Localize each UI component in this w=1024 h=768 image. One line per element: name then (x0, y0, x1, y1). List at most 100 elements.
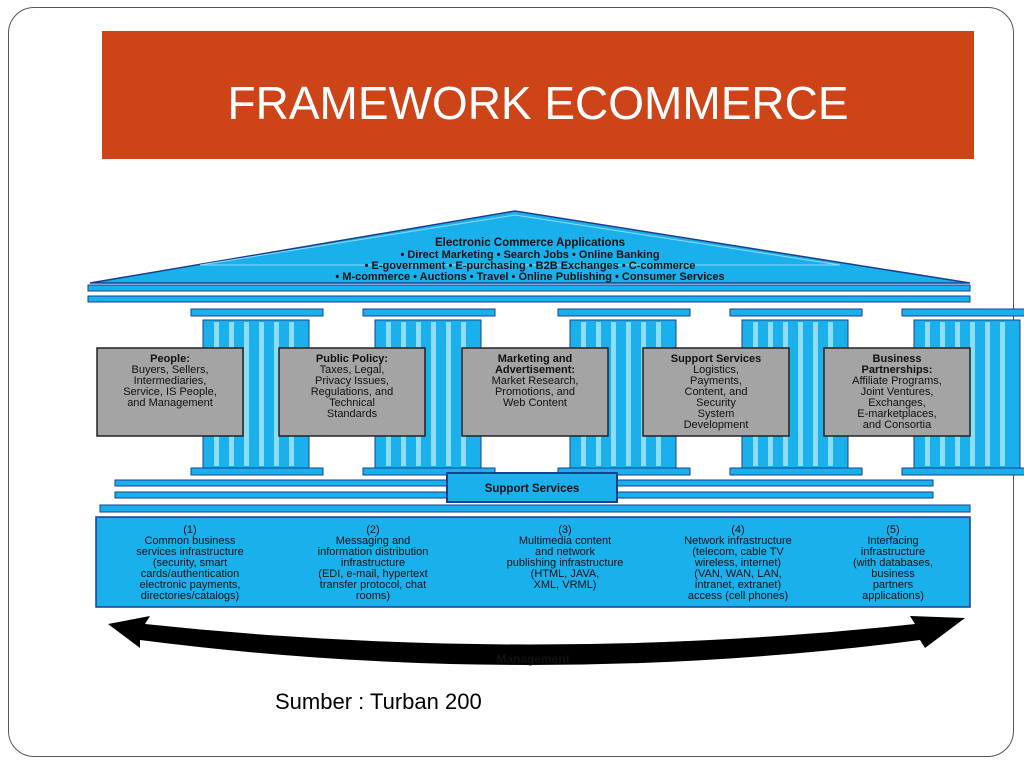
infrastructure-line: Network infrastructure (684, 535, 792, 547)
infrastructure-number: (4) (731, 524, 744, 536)
pillar-body-line: Security (696, 397, 736, 409)
pillar-body-line: Taxes, Legal, (320, 364, 385, 376)
infrastructure-line: Messaging and (336, 535, 411, 547)
pillar-body-line: Buyers, Sellers, (131, 364, 208, 376)
entablature-bar-top (87, 284, 971, 292)
infrastructure-line: services infrastructure (136, 546, 244, 558)
infrastructure-foundation (95, 516, 971, 608)
infrastructure-line: infrastructure (861, 546, 925, 558)
pillar-title: Business (873, 353, 922, 365)
pillar-title: Advertisement: (495, 364, 575, 376)
infrastructure-line: Interfacing (867, 535, 918, 547)
infrastructure-line: transfer protocol, chat (320, 579, 426, 591)
infrastructure-line: rooms) (356, 590, 390, 602)
support-services-box (446, 472, 618, 503)
pillar-flute (798, 322, 803, 466)
pillar-capital (557, 308, 691, 317)
pillar-flute (259, 322, 264, 466)
pillar-title: People: (150, 353, 190, 365)
roof-highlight (199, 214, 841, 266)
infrastructure-line: information distribution (318, 546, 429, 558)
pillar-flute (611, 322, 616, 466)
pillar-flute (274, 322, 279, 466)
pillar-layer: People:Buyers, Sellers,Intermediaries,Se… (96, 308, 1024, 476)
pillar-title: Public Policy: (316, 353, 388, 365)
infrastructure-line: infrastructure (341, 557, 405, 569)
infrastructure-line: (HTML, JAVA, (531, 568, 600, 580)
infrastructure-number: (3) (558, 524, 571, 536)
pillar-capital (901, 308, 1024, 317)
infrastructure-line: (security, smart (153, 557, 227, 569)
pillar-body-line: Affiliate Programs, (852, 375, 942, 387)
infrastructure-line: (telecom, cable TV (692, 546, 784, 558)
pillar-flute (626, 322, 631, 466)
pillar-body-line: Development (684, 419, 749, 431)
pillar-body-line: Service, IS People, (123, 386, 217, 398)
management-arrow (108, 616, 965, 665)
pillar-capital (362, 308, 496, 317)
pillar-body-line: Web Content (503, 397, 567, 409)
pillar-body-line: Market Research, (492, 375, 579, 387)
infrastructure-line: applications) (862, 590, 924, 602)
pillar-base (190, 467, 324, 476)
pillar-body-line: Logistics, (693, 364, 739, 376)
pillar-4: Support ServicesLogistics,Payments,Conte… (642, 308, 863, 476)
infrastructure-line: business (871, 568, 915, 580)
infrastructure-line: (EDI, e-mail, hypertext (318, 568, 427, 580)
pillar-body-line: Technical (329, 397, 375, 409)
pillar-body-line: Intermediaries, (134, 375, 207, 387)
entablature-bar-bottom (87, 295, 971, 303)
infrastructure-line: intranet, extranet) (695, 579, 781, 591)
pillar-base (362, 467, 496, 476)
support-services-label: Support Services (485, 483, 580, 495)
infrastructure-line: wireless, internet) (694, 557, 781, 569)
pillar-flute (446, 322, 451, 466)
infrastructure-number: (2) (366, 524, 379, 536)
pillar-body-line: Content, and (685, 386, 748, 398)
infrastructure-line: publishing infrastructure (507, 557, 624, 569)
infrastructure-line: and network (535, 546, 595, 558)
pillar-base (901, 467, 1024, 476)
infrastructure-line: (VAN, WAN, LAN, (694, 568, 781, 580)
infrastructure-line: Common business (144, 535, 236, 547)
pillar-title: Partnerships: (862, 364, 933, 376)
pillar-base (729, 467, 863, 476)
source-caption: Sumber : Turban 200 (275, 689, 482, 714)
pillar-title: Support Services (671, 353, 761, 365)
pillar-capital (729, 308, 863, 317)
roof-line-2: • E-government • E-purchasing • B2B Exch… (365, 260, 696, 272)
infrastructure-line: directories/catalogs) (141, 590, 239, 602)
pillar-flute (431, 322, 436, 466)
pillar-flute (970, 322, 975, 466)
roof-line-3: • M-commerce • Auctions • Travel • Onlin… (335, 271, 724, 283)
pillar-base (557, 467, 691, 476)
pillar-body-line: Standards (327, 408, 378, 420)
infrastructure-line: partners (873, 579, 914, 591)
pillar-body-line: Joint Ventures, (861, 386, 934, 398)
pillar-body-line: Exchanges, (868, 397, 925, 409)
roof-title: Electronic Commerce Applications (435, 237, 625, 249)
pillar-body-line: System (698, 408, 735, 420)
infrastructure-number: (1) (183, 524, 196, 536)
pillar-body-line: Payments, (690, 375, 742, 387)
pillar-title: Marketing and (498, 353, 573, 365)
pillar-label-box (96, 347, 244, 437)
pillar-label-box (823, 347, 971, 437)
pillar-body-line: Regulations, and (311, 386, 394, 398)
infrastructure-item-4: (4)Network infrastructure(telecom, cable… (684, 524, 792, 602)
infrastructure-line: access (cell phones) (688, 590, 788, 602)
pillar-capital (190, 308, 324, 317)
pillar-flute (813, 322, 818, 466)
pillar-flute (985, 322, 990, 466)
pillar-body-line: and Consortia (863, 419, 932, 431)
pillar-body-line: Promotions, and (495, 386, 575, 398)
infrastructure-line: (with databases, (853, 557, 933, 569)
